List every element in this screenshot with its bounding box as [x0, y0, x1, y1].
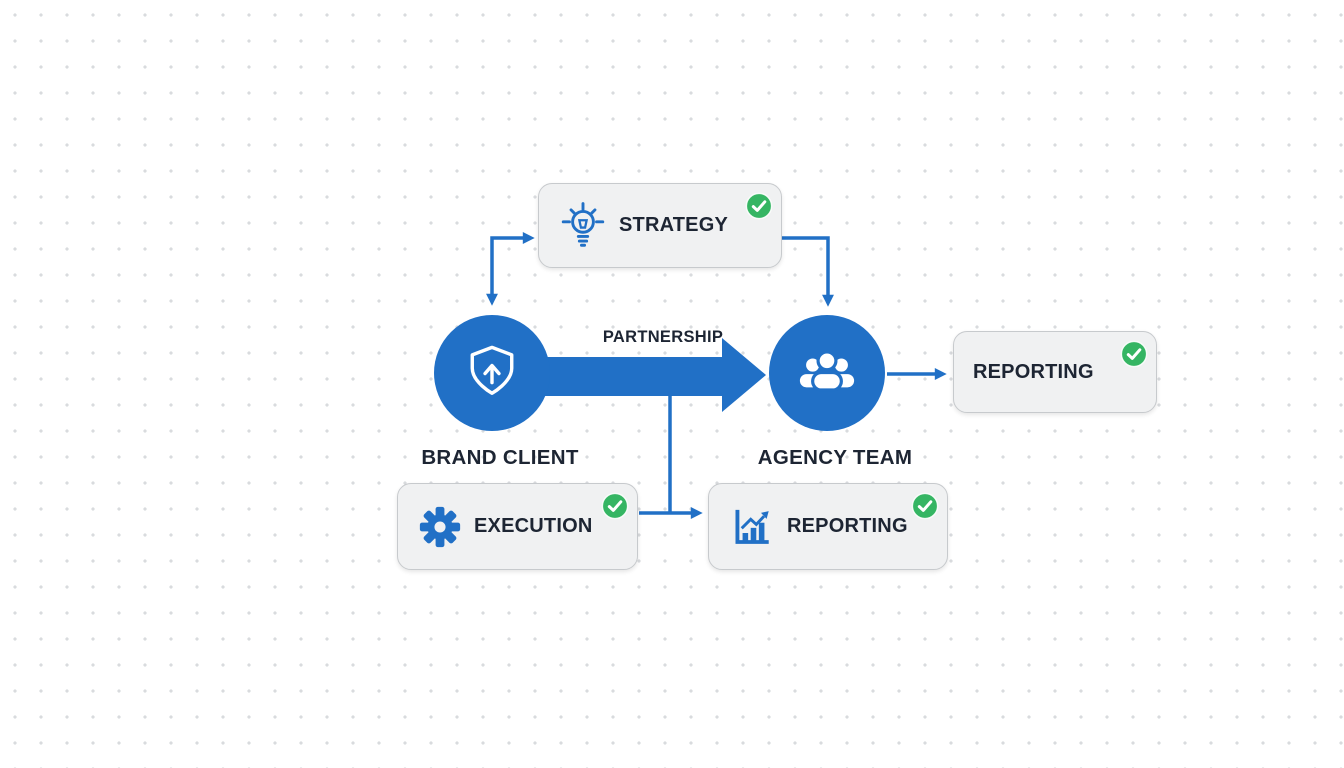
node-agency-team — [769, 315, 885, 431]
check-badge-icon — [911, 492, 939, 520]
check-badge-icon — [1120, 340, 1148, 368]
node-reporting-right-label: REPORTING — [973, 360, 1094, 383]
gear-icon — [419, 506, 461, 547]
node-execution: EXECUTION — [397, 483, 638, 570]
edge-strategy-agency-team — [782, 236, 834, 307]
node-brand-client-label: BRAND CLIENT — [421, 446, 579, 469]
partnership-edge-label: PARTNERSHIP — [602, 328, 724, 346]
shield-up-arrow-icon — [470, 345, 514, 395]
node-reporting-bottom: REPORTING — [708, 483, 948, 570]
check-badge-icon — [745, 192, 773, 220]
node-brand-client — [434, 315, 550, 431]
partnership-arrow — [497, 338, 766, 412]
node-reporting-right: REPORTING — [953, 331, 1157, 413]
node-agency-team-label: AGENCY TEAM — [757, 446, 913, 469]
lightbulb-icon — [561, 201, 605, 247]
check-badge-icon — [601, 492, 629, 520]
edge-brand-client-strategy — [486, 232, 535, 306]
node-strategy-label: STRATEGY — [619, 214, 729, 236]
node-strategy: STRATEGY — [538, 183, 782, 268]
team-icon — [799, 350, 855, 392]
node-execution-label: EXECUTION — [474, 515, 593, 537]
node-reporting-bottom-label: REPORTING — [787, 515, 908, 537]
bar-chart-icon — [735, 509, 769, 544]
